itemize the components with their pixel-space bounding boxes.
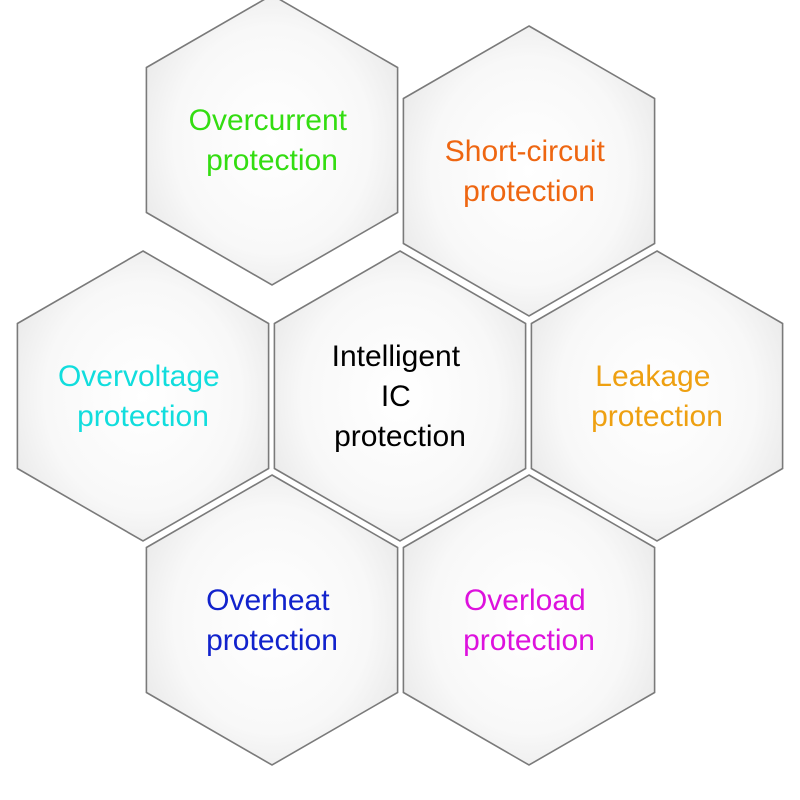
hexagon-shape	[145, 0, 399, 286]
hexagon-shape	[145, 474, 399, 766]
label-line: protection	[206, 624, 338, 657]
label-line: Overcurrent	[189, 104, 348, 137]
hex-label-overheat: Overheat protection	[206, 584, 338, 657]
hexagon-shape	[16, 250, 270, 542]
hex-intelligent-ic: Intelligent IC protection	[273, 250, 527, 542]
hex-overheat: Overheat protection	[145, 474, 399, 766]
label-line: protection	[77, 400, 209, 433]
hex-short-circuit: Short-circuit protection	[402, 25, 656, 317]
hexagon-shape	[530, 250, 784, 542]
hex-label-overcurrent: Overcurrent protection	[189, 104, 356, 177]
label-line: Overload	[464, 584, 586, 617]
hex-label-short-circuit: Short-circuit protection	[445, 135, 613, 208]
label-line: protection	[463, 175, 595, 208]
hex-label-overload: Overload protection	[463, 584, 595, 657]
label-line: protection	[206, 144, 338, 177]
hex-label-overvoltage: Overvoltage protection	[58, 360, 228, 433]
hex-overvoltage: Overvoltage protection	[16, 250, 270, 542]
hexagon-shape	[402, 25, 656, 317]
label-line: IC	[381, 380, 411, 413]
label-line: protection	[591, 400, 723, 433]
label-line: Leakage	[595, 360, 710, 393]
label-line: Overvoltage	[58, 360, 220, 393]
label-line: protection	[463, 624, 595, 657]
hexagon-shape	[402, 474, 656, 766]
hex-leakage: Leakage protection	[530, 250, 784, 542]
hexagon-shape	[273, 250, 527, 542]
label-line: Short-circuit	[445, 135, 606, 168]
hex-overcurrent: Overcurrent protection	[145, 0, 399, 286]
hex-label-leakage: Leakage protection	[591, 360, 723, 433]
hex-label-intelligent-ic: Intelligent IC protection	[332, 340, 469, 453]
label-line: protection	[334, 420, 466, 453]
label-line: Intelligent	[332, 340, 461, 373]
label-line: Overheat	[206, 584, 330, 617]
hex-overload: Overload protection	[402, 474, 656, 766]
